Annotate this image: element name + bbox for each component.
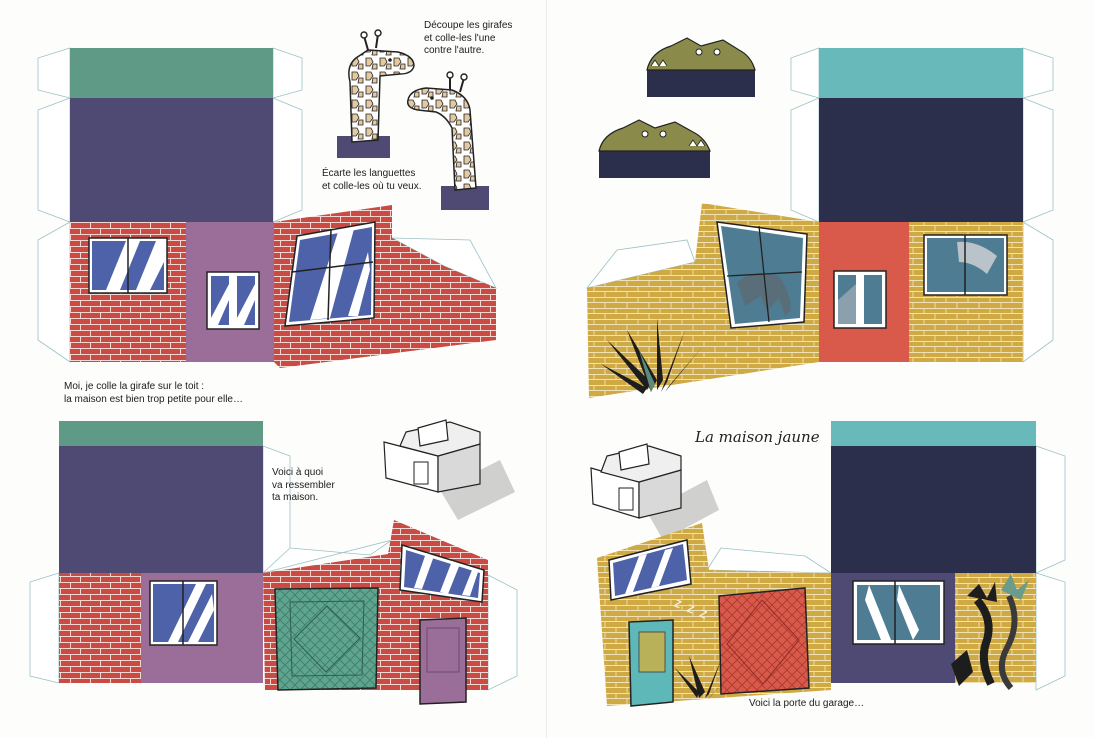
- instruction-tabs: Écarte les languettes et colle-les où tu…: [322, 168, 422, 192]
- caption-garage: Voici la porte du garage…: [749, 698, 865, 709]
- window: [833, 270, 887, 329]
- house-preview-icon: [383, 419, 515, 520]
- fold-tabs: [29, 445, 518, 691]
- giraffe-cutout: [337, 29, 415, 158]
- cactus-icon: [951, 574, 1029, 690]
- window: [88, 237, 168, 294]
- cutout-house-bottom-right: [597, 421, 1066, 707]
- window: [399, 544, 485, 603]
- crocodile-cutout: [598, 119, 711, 178]
- cutout-house-bottom-left: [29, 421, 518, 705]
- window: [284, 221, 376, 327]
- window: [608, 539, 692, 601]
- instruction-giraffes: Découpe les girafes et colle-les l'une c…: [424, 20, 513, 56]
- cutout-house-top-right: [585, 47, 1054, 398]
- agave-plant-icon: [675, 656, 731, 700]
- right-page: La maison jaune Z Z Z Voici la porte du …: [547, 0, 1094, 738]
- left-page: Découpe les girafes et colle-les l'une c…: [29, 20, 518, 705]
- door: [628, 619, 674, 707]
- giraffe-cutout: [406, 71, 489, 210]
- agave-plant-icon: [601, 318, 703, 394]
- house-preview-icon: [590, 443, 719, 540]
- garage-door: [718, 587, 810, 695]
- crocodile-cutout: [646, 37, 756, 97]
- fold-tabs: [585, 47, 1054, 363]
- window: [149, 580, 218, 646]
- left-page-papercraft: [29, 29, 518, 705]
- caption-preview: Voici à quoi va ressembler ta maison.: [272, 467, 335, 503]
- cutout-house-top-left: [37, 47, 497, 368]
- house-title: La maison jaune: [695, 428, 820, 446]
- garage-door: [274, 587, 379, 691]
- caption-giraffe-roof: Moi, je colle la girafe sur le toit : la…: [64, 381, 243, 405]
- door: [419, 617, 467, 705]
- window: [923, 234, 1008, 296]
- window: [852, 580, 945, 645]
- window: [206, 271, 260, 330]
- window: [716, 221, 808, 329]
- fold-tabs: [706, 445, 1066, 691]
- right-page-papercraft: [585, 37, 1066, 707]
